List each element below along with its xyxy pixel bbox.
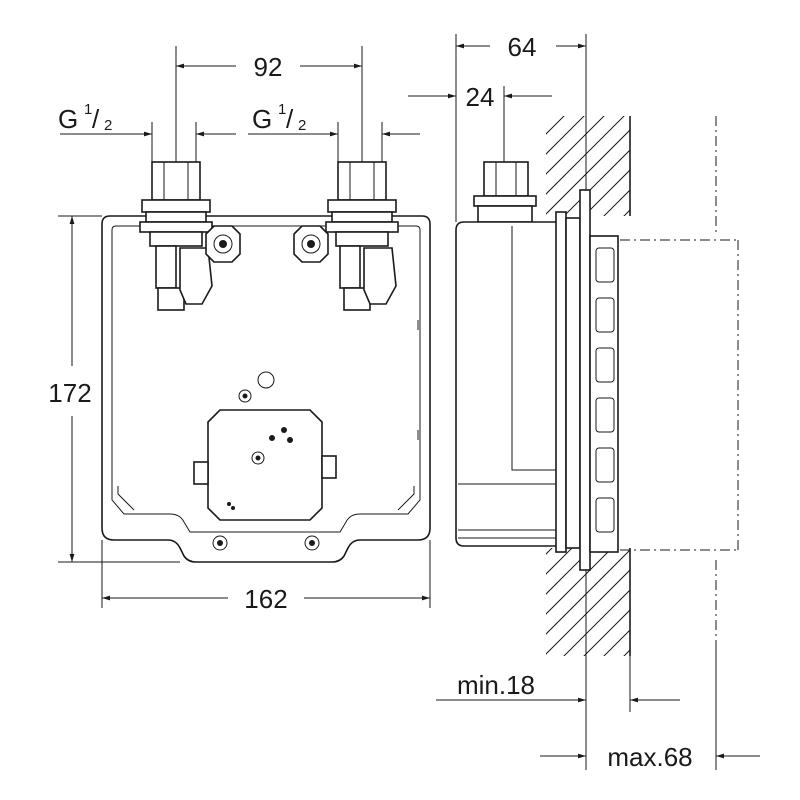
depth-label: 64	[508, 32, 537, 62]
left-pipe-connection	[139, 161, 213, 311]
svg-text:/: /	[286, 104, 294, 134]
side-flange	[555, 211, 567, 553]
width-label: 162	[244, 584, 287, 614]
pipe-spacing-label: 92	[254, 52, 283, 82]
electronics-module	[193, 409, 337, 521]
port-circle	[257, 371, 275, 389]
side-dimensions: 64 24 min.18 max.68	[408, 32, 760, 772]
thread-left-letter: G	[58, 104, 78, 134]
thread-left-num: 1	[84, 101, 92, 118]
thread-left-den: 2	[104, 117, 112, 134]
thread-right-den: 2	[298, 117, 306, 134]
height-label: 172	[48, 378, 91, 408]
wall-hatch-top	[546, 116, 630, 216]
side-pipe	[483, 161, 529, 197]
max-depth-label: max.68	[607, 742, 692, 772]
thread-right-letter: G	[252, 104, 272, 134]
cover-slots	[595, 247, 615, 533]
side-cover-plate	[579, 189, 591, 571]
right-pipe-connection	[325, 161, 399, 311]
front-view	[101, 161, 431, 563]
side-box-body	[455, 221, 565, 547]
min-depth-label: min.18	[457, 670, 535, 700]
svg-text:/: /	[92, 104, 100, 134]
mounting-bosses	[205, 225, 329, 551]
thread-right-num: 1	[278, 101, 286, 118]
front-dimensions: 92 G 1 / 2 G 1 / 2 172 162	[48, 46, 431, 614]
offset-label: 24	[466, 82, 495, 112]
housing-inner-outline	[111, 225, 421, 533]
side-view	[455, 116, 739, 656]
